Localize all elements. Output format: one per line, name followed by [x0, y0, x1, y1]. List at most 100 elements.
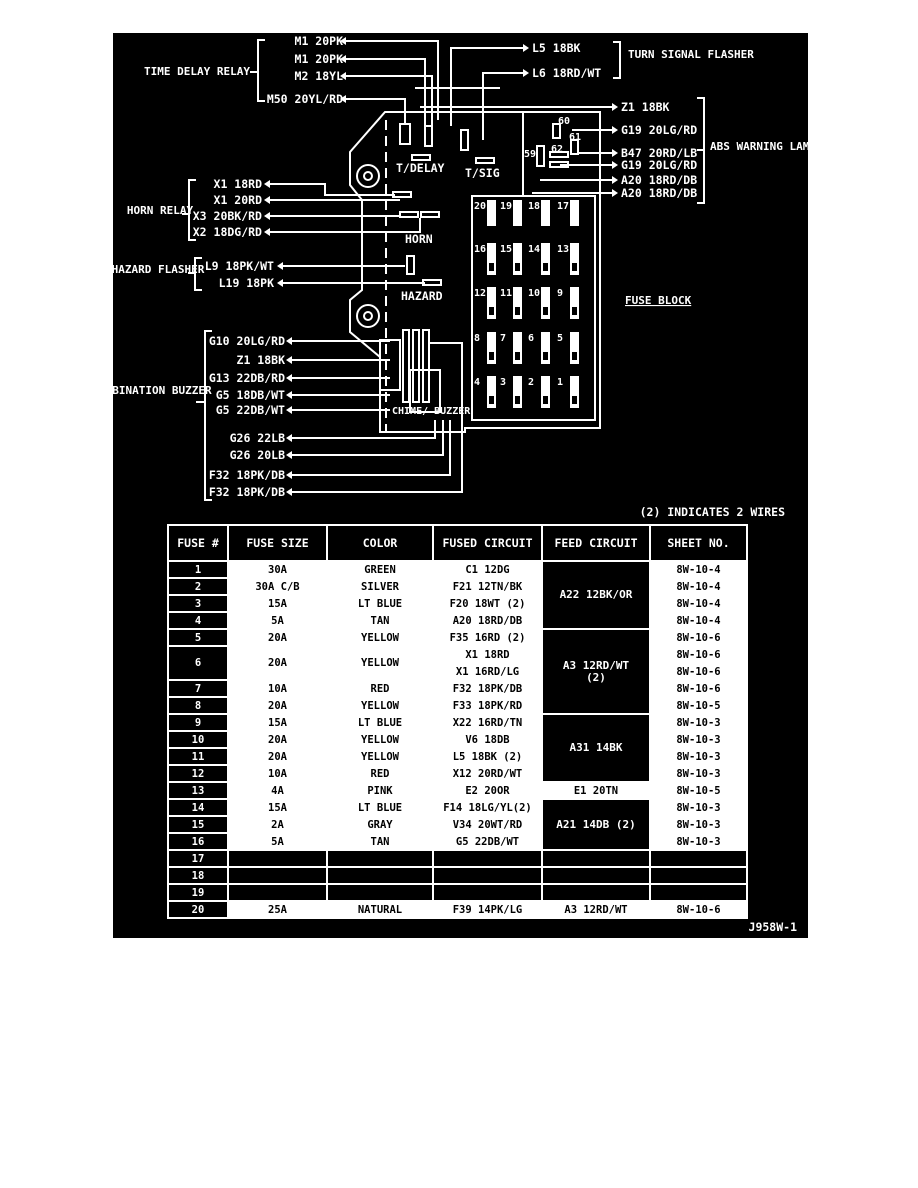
fuse-table: FUSE # FUSE SIZE COLOR FUSED CIRCUIT FEE…	[167, 524, 748, 919]
wire-label-g10: G10 20LG/RD	[209, 334, 285, 348]
fuse-slot-number: 18	[528, 201, 540, 212]
header-sheet-no: SHEET NO.	[649, 524, 748, 562]
fuse-size	[227, 883, 328, 902]
feed-circuit	[541, 883, 651, 902]
fuse-number: 20	[167, 900, 229, 919]
sheet-no: 8W-10-4	[649, 611, 748, 630]
fuse-slot-number: 16	[474, 244, 486, 255]
feed-circuit	[541, 866, 651, 885]
fuse-size: 20A	[227, 645, 328, 681]
feed-circuit-a3: A3 12RD/WT(2)	[541, 628, 651, 715]
fuse-number: 9	[167, 713, 229, 732]
fuse-slot-terminal	[543, 396, 548, 404]
wire-label-m2: M2 18YL	[295, 69, 344, 83]
fuse-number: 19	[167, 883, 229, 902]
fuse-size: 20A	[227, 747, 328, 766]
wire-label-l19: L19 18PK	[219, 276, 274, 290]
table-row: 14 15A LT BLUE F14 18LG/YL(2) A21 14DB (…	[167, 798, 748, 851]
relay-pin-60: 60	[558, 116, 570, 127]
fused-circuit: F39 14PK/LG	[432, 900, 543, 919]
fuse-slot	[487, 287, 496, 319]
fuse-slot-number: 5	[557, 333, 563, 344]
feed-circuit-a3-line1: A3 12RD/WT	[562, 658, 630, 672]
fuse-slot	[570, 332, 579, 364]
fused-circuit: X1 16RD/LG	[432, 662, 543, 681]
fuse-number: 15	[167, 815, 229, 834]
fuse-color: LT BLUE	[326, 713, 434, 732]
wire-label-a20-top: A20 18RD/DB	[621, 173, 697, 187]
header-fuse: FUSE #	[167, 524, 229, 562]
table-row: 9 15A LT BLUE X22 16RD/TN A31 14BK 8W-10…	[167, 713, 748, 783]
sheet-no: 8W-10-5	[649, 781, 748, 800]
fuse-slot	[541, 200, 550, 226]
chime-buzzer-label: CHIME/ BUZZER	[392, 406, 471, 417]
sheet-no: 8W-10-6	[649, 900, 748, 919]
fuse-slot-number: 6	[528, 333, 534, 344]
fuse-color: RED	[326, 764, 434, 783]
fuse-color: GRAY	[326, 815, 434, 834]
fuse-color: GREEN	[326, 560, 434, 579]
fuse-color: RED	[326, 679, 434, 698]
relay-pin-59: 59	[524, 149, 536, 160]
fuse-slot-terminal	[572, 307, 577, 315]
feed-circuit	[541, 849, 651, 868]
t-sig-label: T/SIG	[465, 166, 500, 180]
table-row: 5 20A YELLOW F35 16RD (2) A3 12RD/WT(2) …	[167, 628, 748, 715]
abs-warning-lamp-relay-label: ABS WARNING LAMP RELAY	[710, 140, 856, 153]
fuse-slot-terminal	[543, 307, 548, 315]
table-row: 10 20A YELLOW V6 18DB 8W-10-3	[167, 730, 748, 749]
table-row: 6 20A YELLOW X1 18RD 8W-10-6	[167, 645, 748, 681]
header-feed-circuit: FEED CIRCUIT	[541, 524, 651, 562]
fuse-slot-terminal	[572, 396, 577, 404]
wire-label-f32-b: F32 18PK/DB	[209, 485, 285, 499]
fuse-size: 15A	[227, 594, 328, 613]
fuse-slot-number: 19	[500, 201, 512, 212]
fuse-slot	[513, 243, 522, 275]
fuse-slot-number: 3	[500, 377, 506, 388]
table-row: 17	[167, 849, 748, 868]
fuse-slot-terminal	[489, 352, 494, 360]
fuse-color: YELLOW	[326, 645, 434, 681]
sheet-no	[649, 866, 748, 885]
sheet-no: 8W-10-3	[649, 815, 748, 834]
fuse-slot-number: 12	[474, 288, 486, 299]
fuse-size: 2A	[227, 815, 328, 834]
fuse-color: YELLOW	[326, 747, 434, 766]
fuse-number: 10	[167, 730, 229, 749]
fuse-slot	[513, 200, 522, 226]
fuse-color: NATURAL	[326, 900, 434, 919]
fuse-size	[227, 866, 328, 885]
wire-label-a20-bottom: A20 18RD/DB	[621, 186, 697, 200]
table-row: 2 30A C/B SILVER F21 12TN/BK 8W-10-4	[167, 577, 748, 596]
fuse-slot-terminal	[543, 352, 548, 360]
feed-circuit-e1: E1 20TN	[541, 781, 651, 800]
wire-label-m50: M50 20YL/RD	[267, 92, 343, 106]
fuse-slot	[513, 287, 522, 319]
fuse-color: TAN	[326, 611, 434, 630]
header-fused-circuit: FUSED CIRCUIT	[432, 524, 543, 562]
fused-circuit: C1 12DG	[432, 560, 543, 579]
feed-circuit-a31: A31 14BK	[541, 713, 651, 783]
table-row: 15 2A GRAY V34 20WT/RD 8W-10-3	[167, 815, 748, 834]
wire-label-m1-top: M1 20PK	[295, 34, 344, 48]
table-row: 18	[167, 866, 748, 885]
wire-label-b47: B47 20RD/LB	[621, 146, 697, 160]
wire-label-f32-a: F32 18PK/DB	[209, 468, 285, 482]
fuse-slot	[570, 287, 579, 319]
fuse-color	[326, 866, 434, 885]
header-color: COLOR	[326, 524, 434, 562]
fuse-slot	[487, 243, 496, 275]
fuse-slot-number: 10	[528, 288, 540, 299]
fuse-number: 2	[167, 577, 229, 596]
wire-label-m1-second: M1 20PK	[295, 52, 344, 66]
fuse-table-header: FUSE # FUSE SIZE COLOR FUSED CIRCUIT FEE…	[167, 524, 748, 562]
fuse-slot	[570, 376, 579, 408]
sheet-no: 8W-10-6	[649, 679, 748, 698]
fuse-number: 4	[167, 611, 229, 630]
fuse-size: 25A	[227, 900, 328, 919]
fuse-color: PINK	[326, 781, 434, 800]
fuse-color: YELLOW	[326, 628, 434, 647]
fuse-slot-number: 20	[474, 201, 486, 212]
fused-circuit: A20 18RD/DB	[432, 611, 543, 630]
